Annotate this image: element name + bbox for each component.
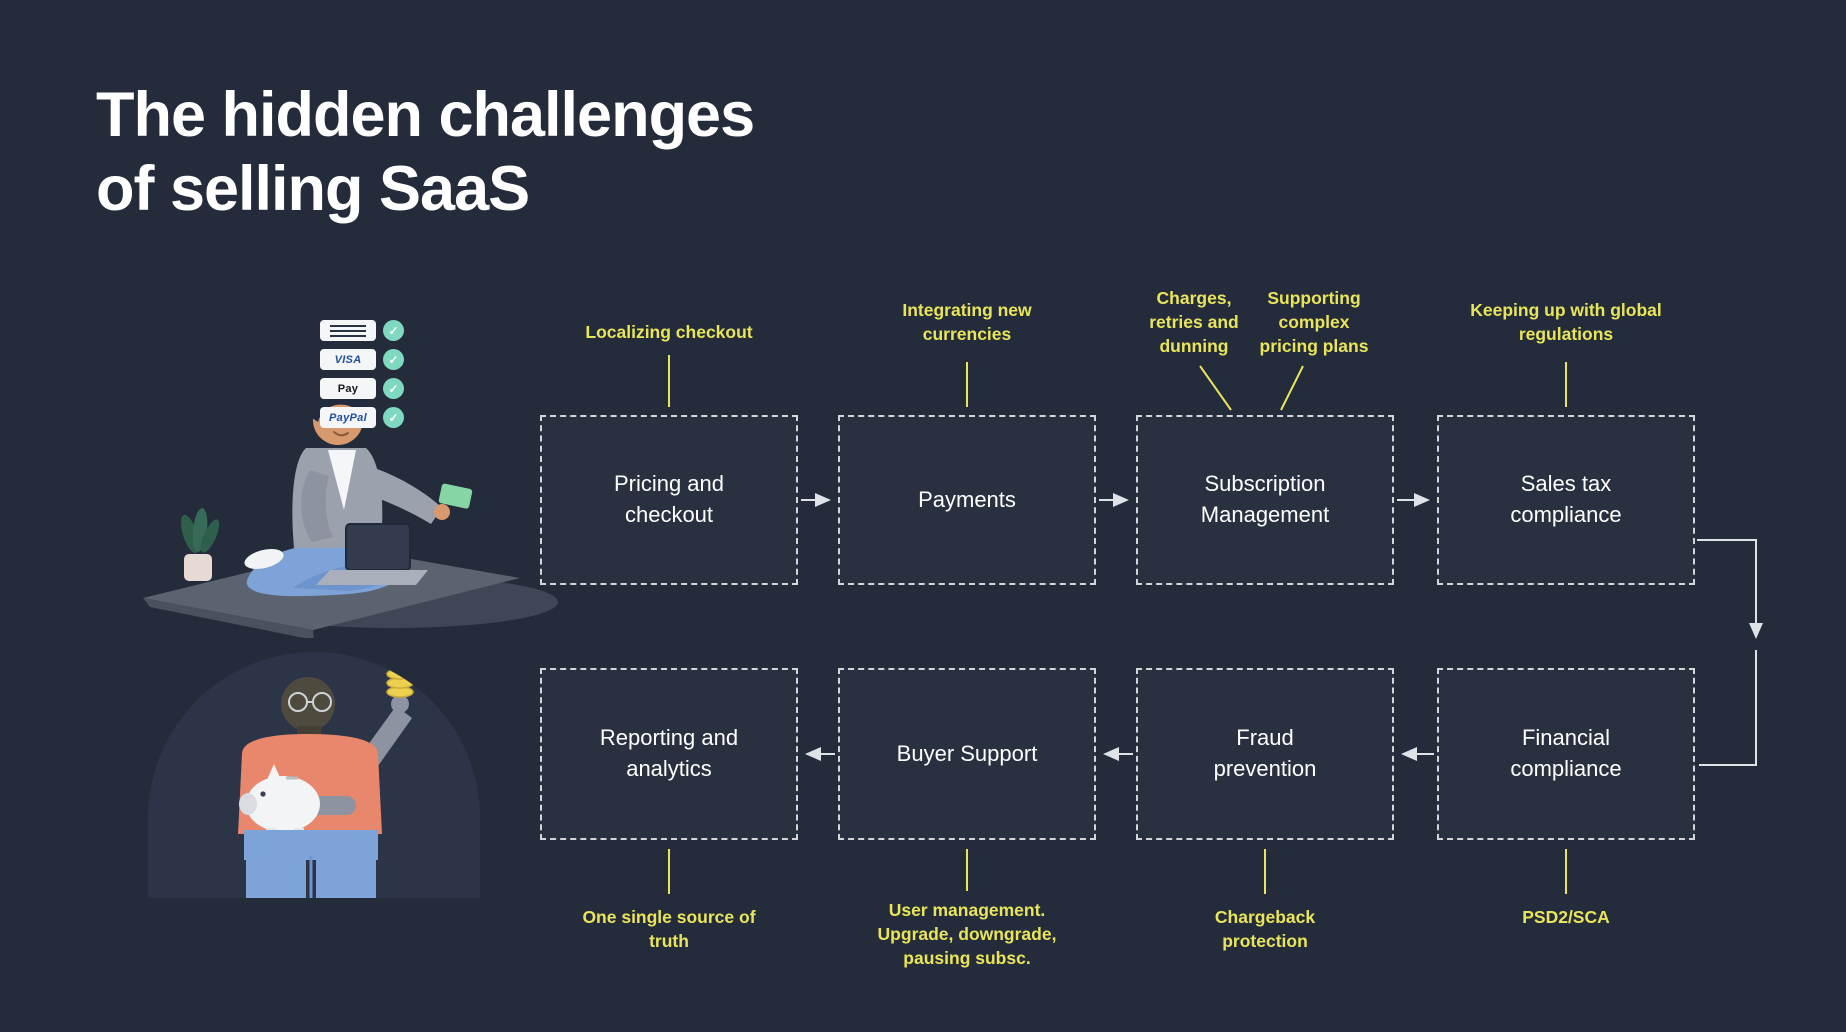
- flow-box-label: Fraud prevention: [1213, 725, 1317, 781]
- payment-badge-striped-card: ✓: [320, 320, 404, 341]
- visa-label: VISA: [334, 353, 362, 366]
- flow-box-sales-tax-compliance: Sales tax compliance: [1437, 415, 1695, 585]
- flow-box-reporting-and-analytics: Reporting and analytics: [540, 668, 798, 840]
- flow-box-label: Subscription Management: [1200, 471, 1330, 527]
- leader-line: [1199, 365, 1232, 411]
- annotation-supporting-complex-pricing: Supporting complex pricing plans: [1259, 288, 1369, 357]
- flow-box-label: Sales tax compliance: [1510, 471, 1622, 527]
- striped-card-icon: [320, 320, 376, 341]
- annotation-psd2-sca: PSD2/SCA: [1522, 907, 1610, 927]
- annotation-charges-retries-dunning: Charges, retries and dunning: [1149, 288, 1239, 357]
- flow-box-financial-compliance: Financial compliance: [1437, 668, 1695, 840]
- payment-badge-paypal: PayPal ✓: [320, 407, 404, 428]
- page-title-line2: of selling SaaS: [96, 154, 530, 225]
- flow-box-label: Buyer Support: [896, 740, 1038, 766]
- visa-icon: VISA: [320, 349, 376, 370]
- apple-pay-label: Pay: [337, 382, 359, 395]
- payment-badge-apple-pay: Pay ✓: [320, 378, 404, 399]
- annotation-single-source-of-truth: One single source of truth: [582, 907, 756, 952]
- flow-box-label: Financial compliance: [1510, 725, 1622, 781]
- annotation-integrating-new-currencies: Integrating new currencies: [902, 300, 1032, 345]
- page-title: The hidden challenges of selling SaaS: [96, 78, 755, 227]
- payment-badge-visa: VISA ✓: [320, 349, 404, 370]
- flow-box-label: Reporting and analytics: [599, 725, 739, 781]
- leader-line: [1280, 365, 1304, 411]
- page-title-line1: The hidden challenges: [96, 80, 755, 150]
- flow-box-fraud-prevention: Fraud prevention: [1136, 668, 1394, 840]
- plant-icon: [180, 508, 220, 581]
- arrow-salestax-down: [1697, 539, 1763, 639]
- apple-pay-icon: Pay: [320, 378, 376, 399]
- flow-box-subscription-management: Subscription Management: [1136, 415, 1394, 585]
- flow-box-pricing-and-checkout: Pricing and checkout: [540, 415, 798, 585]
- piggy-bank-icon: [239, 764, 320, 838]
- flow-box-buyer-support: Buyer Support: [838, 668, 1096, 840]
- annotation-chargeback-protection: Chargeback protection: [1214, 907, 1316, 952]
- flow-box-label: Payments: [918, 486, 1016, 512]
- glasses-icon: [288, 692, 332, 712]
- coins-icon: [386, 668, 414, 698]
- annotation-user-management: User management. Upgrade, downgrade, pau…: [877, 900, 1057, 969]
- person-piggybank: [238, 668, 414, 898]
- flow-box-payments: Payments: [838, 415, 1096, 585]
- payment-methods-panel: ✓ VISA ✓ Pay ✓ PayPal ✓: [320, 320, 404, 428]
- paypal-label: PayPal: [329, 411, 367, 424]
- check-icon: ✓: [383, 320, 404, 341]
- paypal-icon: PayPal: [320, 407, 376, 428]
- annotation-localizing-checkout: Localizing checkout: [585, 322, 753, 342]
- check-icon: ✓: [383, 378, 404, 399]
- flow-box-label: Pricing and checkout: [613, 471, 725, 527]
- check-icon: ✓: [383, 407, 404, 428]
- illustration-arch: [148, 652, 480, 898]
- connector-to-financial-compliance: [1699, 650, 1757, 766]
- illustration-person-piggybank: [238, 668, 414, 898]
- annotation-global-regulations: Keeping up with global regulations: [1470, 300, 1662, 345]
- check-icon: ✓: [383, 349, 404, 370]
